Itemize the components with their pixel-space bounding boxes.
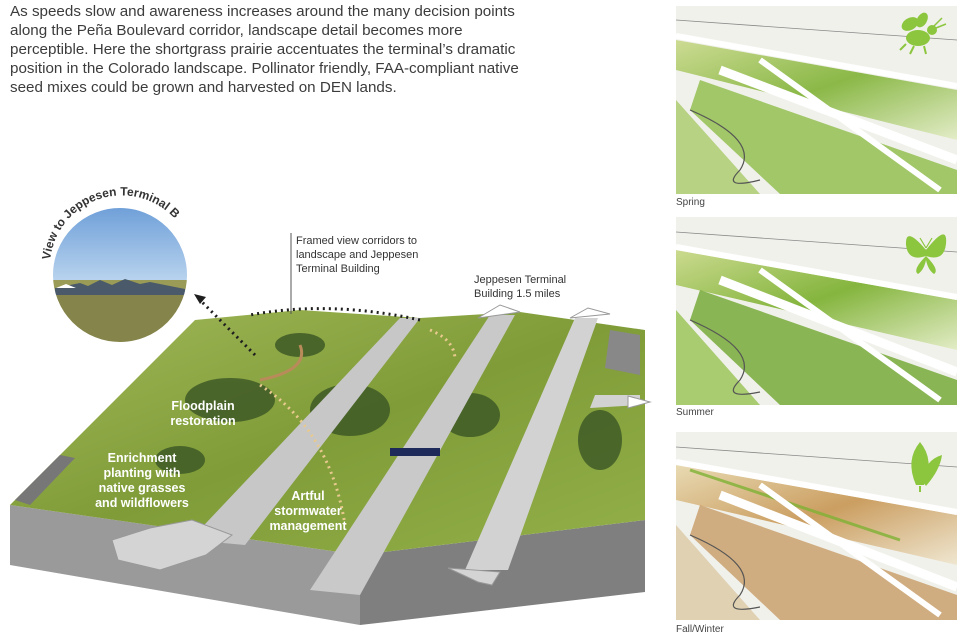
callout-jeppesen-distance: Jeppesen Terminal Building 1.5 miles [474,274,566,300]
sightline-arrowhead [194,294,206,304]
svg-text:management: management [269,519,347,533]
season-label-fall-winter: Fall/Winter [676,624,724,635]
label-floodplain: Floodplain restoration [170,399,235,428]
svg-text:planting with: planting with [103,466,180,480]
terminal-silhouette [55,279,185,295]
svg-text:and wildflowers: and wildflowers [95,496,189,510]
intro-paragraph: As speeds slow and awareness increases a… [10,2,530,97]
season-panel-spring [676,6,957,194]
svg-text:Floodplain: Floodplain [171,399,234,413]
season-panel-fall-winter [676,432,957,620]
bee-icon [899,12,947,55]
svg-text:Jeppesen Terminal: Jeppesen Terminal [474,274,566,286]
season-label-summer: Summer [676,407,714,418]
season-label-spring: Spring [676,197,705,208]
leaf-icon [911,442,942,492]
svg-text:restoration: restoration [170,414,235,428]
landscape-block [10,294,652,625]
direction-arrow-left [111,519,234,571]
svg-text:Enrichment: Enrichment [108,451,178,465]
intro-text: As speeds slow and awareness increases a… [10,3,519,96]
svg-text:native grasses: native grasses [99,481,186,495]
butterfly-icon [905,234,947,274]
road-left [190,318,420,545]
view-circle: View to Jeppesen Terminal Building [0,0,189,344]
svg-text:Terminal Building: Terminal Building [296,263,380,275]
label-enrichment: Enrichment planting with native grasses … [95,451,189,510]
svg-text:landscape and Jeppesen: landscape and Jeppesen [296,249,418,261]
label-stormwater: Artful stormwater management [269,489,347,533]
sightline-left [198,298,257,357]
svg-text:Framed view corridors to: Framed view corridors to [296,235,417,247]
svg-text:stormwater: stormwater [274,504,342,518]
sightline-top [249,307,421,322]
direction-arrow-right [447,567,501,586]
road-right [465,318,598,570]
callout-framed-views: Framed view corridors to landscape and J… [296,235,418,275]
svg-text:Artful: Artful [291,489,324,503]
svg-text:Building 1.5 miles: Building 1.5 miles [474,288,561,300]
